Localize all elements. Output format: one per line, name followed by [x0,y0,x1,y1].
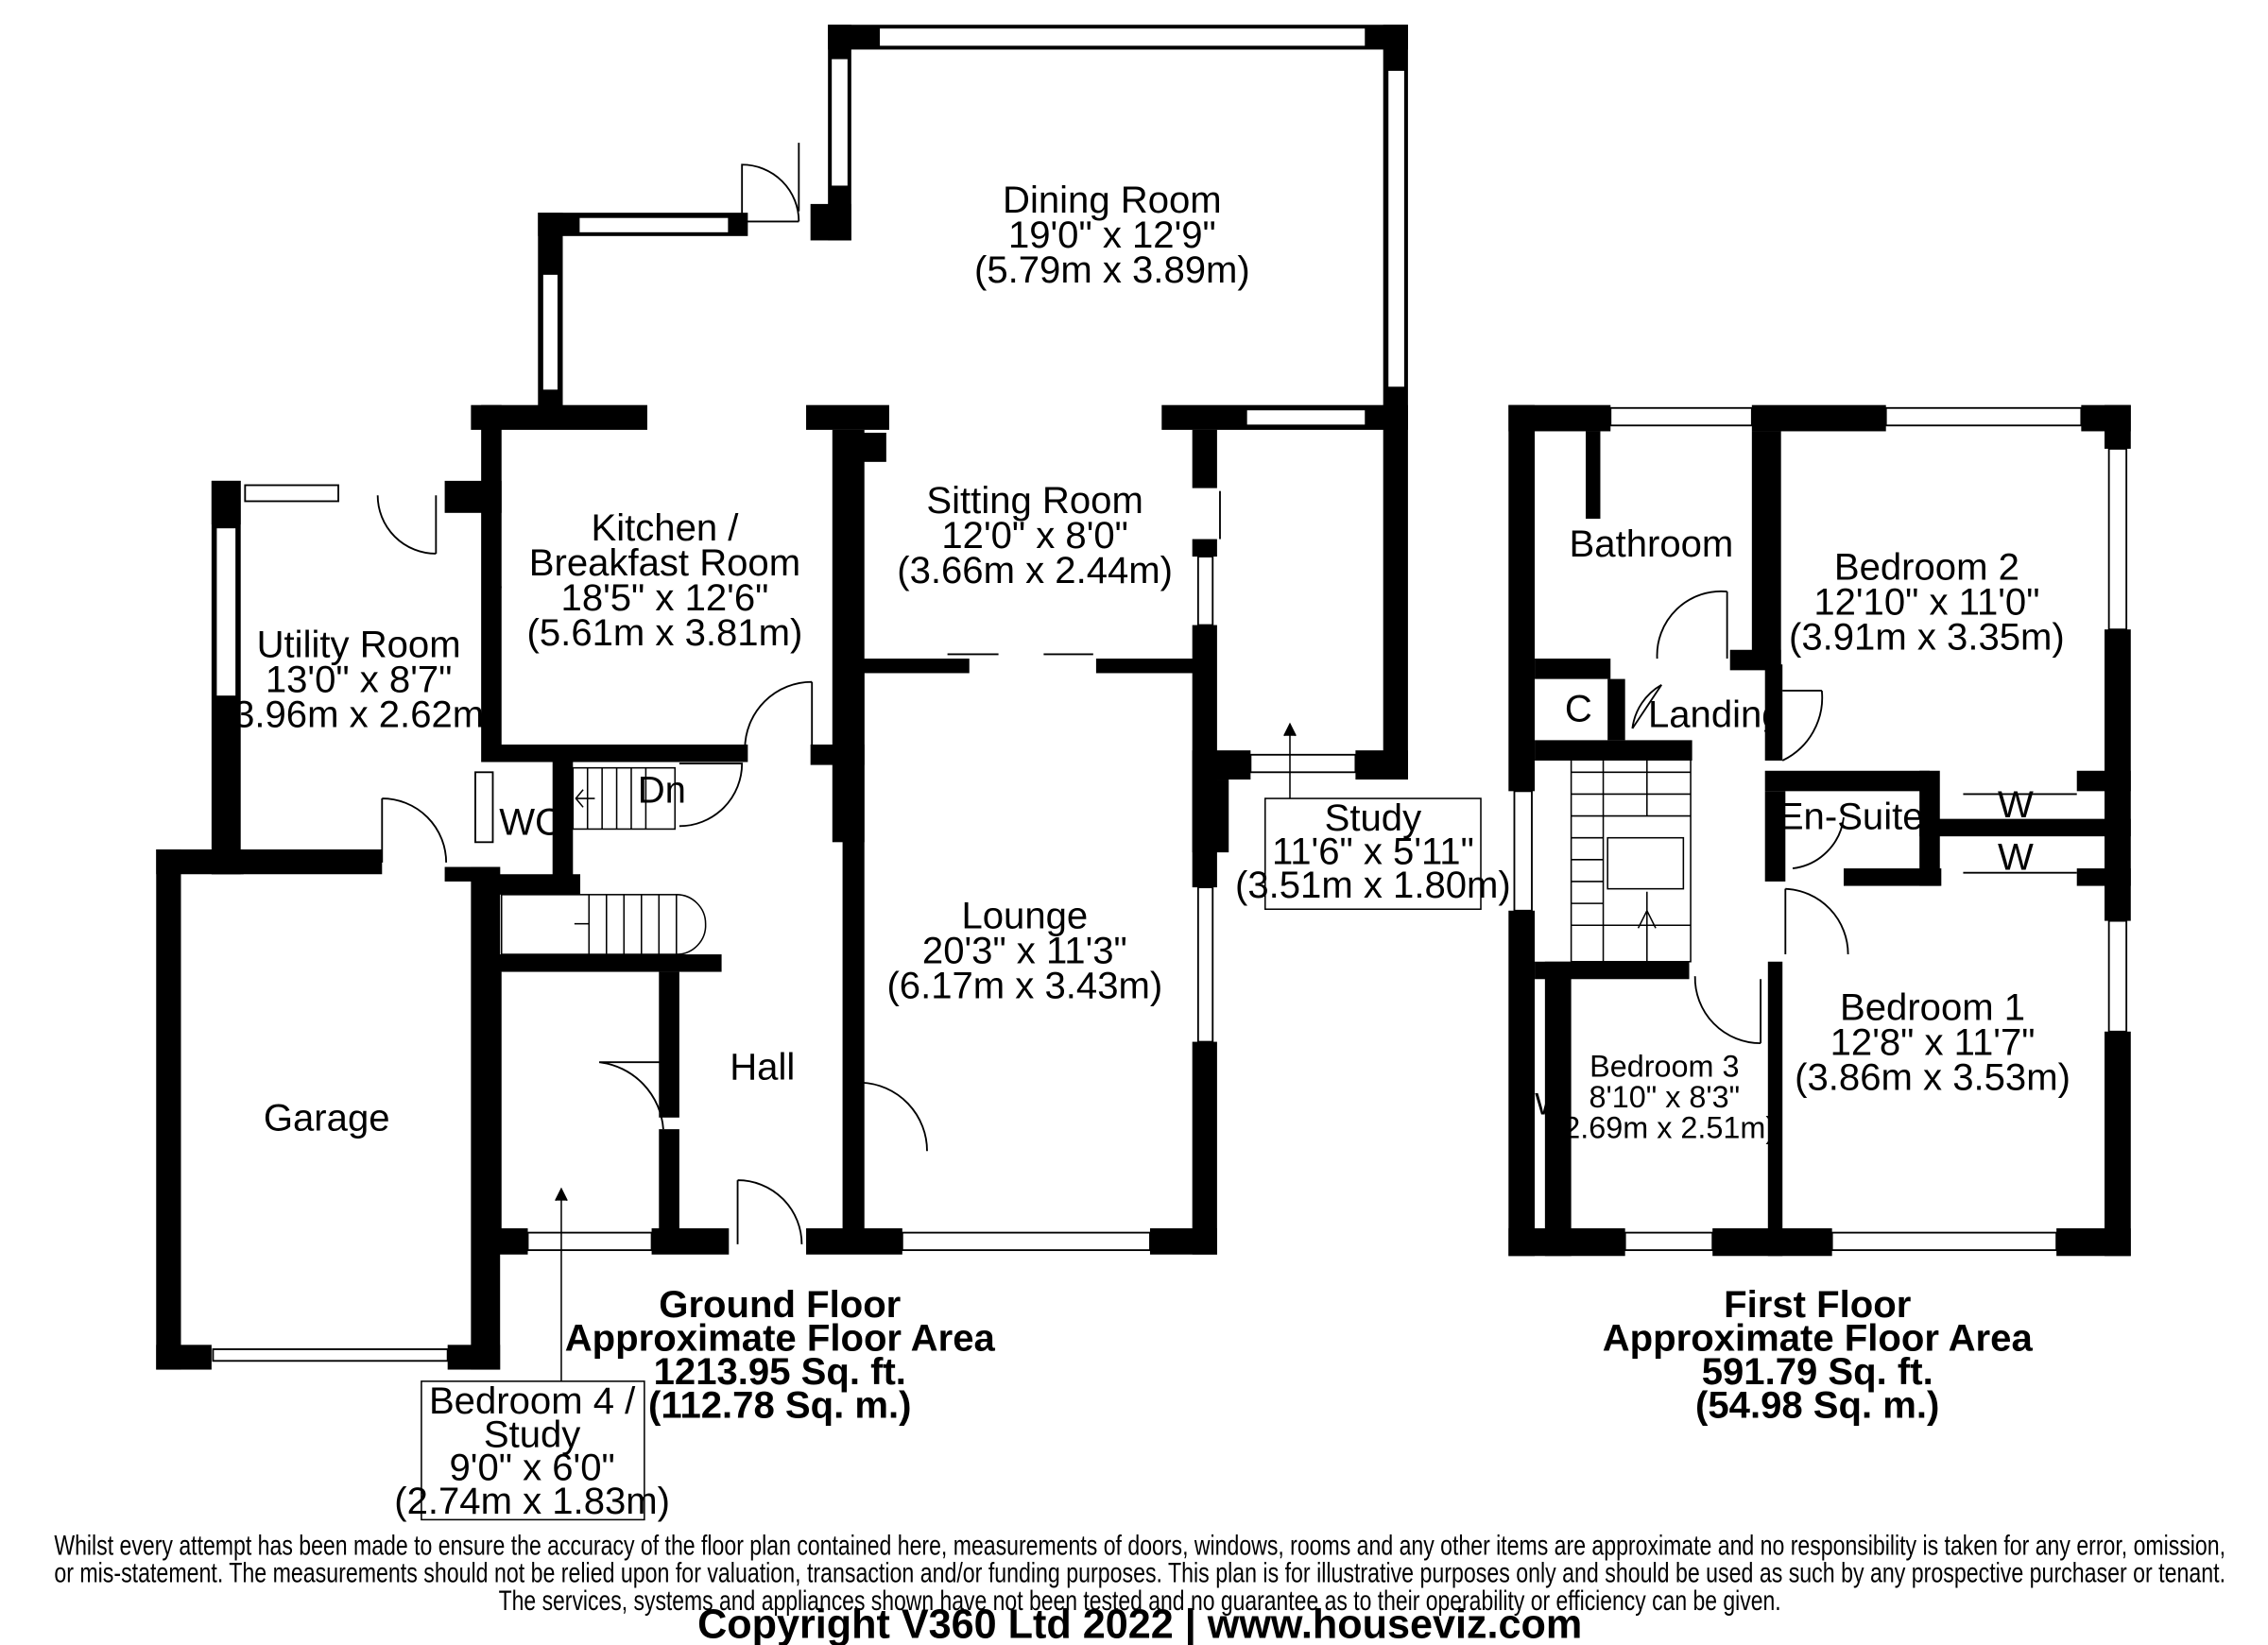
bedroom3-imperial: 8'10" x 8'3" [1589,1080,1741,1114]
wardrobe-label: W [1998,784,2034,826]
dining-room-imperial: 19'0" x 12'9" [1008,214,1216,256]
bedroom2-metric: (3.91m x 3.35m) [1789,617,2065,659]
bedroom4-metric: (2.74m x 1.83m) [394,1481,670,1522]
sitting-room-imperial: 12'0" x 8'0" [941,515,1128,557]
ground-floor-area: Ground Floor Approximate Floor Area 1213… [565,1284,996,1426]
utility-room-metric: (3.96m x 2.62m) [221,694,497,735]
bedroom4-name-line2: Study [484,1414,581,1455]
first-floor-area: First Floor Approximate Floor Area 591.7… [1603,1284,2034,1426]
first-floor-sqft: 591.79 Sq. ft. [1702,1351,1933,1393]
first-floor-title: First Floor [1724,1284,1911,1326]
hall-label: Hall [730,1047,795,1088]
dining-room-name: Dining Room [1003,180,1222,221]
first-floor-sqm: (54.98 Sq. m.) [1695,1384,1939,1426]
ground-floor-sqft: 1213.95 Sq. ft. [654,1351,906,1393]
sitting-room-name: Sitting Room [926,480,1143,522]
wardrobe-label: W [1998,837,2034,879]
ensuite-label: En-Suite [1778,796,1924,837]
kitchen-metric: (5.61m x 3.81m) [527,612,803,654]
utility-room-name: Utility Room [257,624,461,665]
cupboard-label: C [1565,688,1592,729]
first-floor-walls [1508,404,2131,1257]
bedroom2-name: Bedroom 2 [1834,547,2019,589]
sitting-room-metric: (3.66m x 2.44m) [897,550,1173,591]
disclaimer-line-2: or mis-statement. The measurements shoul… [54,1558,2225,1589]
bedroom3-name: Bedroom 3 [1589,1050,1739,1084]
disclaimer-line-3: The services, systems and appliances sho… [499,1585,1781,1617]
landing-label: Landing [1648,694,1783,735]
bathroom-label: Bathroom [1570,523,1734,565]
first-floor-labels: Bathroom Bedroom 2 12'10" x 11'0" (3.91m… [1535,523,2070,1144]
kitchen-name-line1: Kitchen / [591,507,739,549]
bedroom2-imperial: 12'10" x 11'0" [1813,582,2039,624]
first-floor-subtitle: Approximate Floor Area [1603,1318,2034,1360]
lounge-imperial: 20'3" x 11'3" [922,930,1127,971]
lounge-name: Lounge [961,895,1088,936]
lounge-metric: (6.17m x 3.43m) [886,965,1162,1006]
windows [212,26,2128,1362]
bedroom3-metric: (2.69m x 2.51m) [1553,1110,1776,1144]
bedroom1-name: Bedroom 1 [1840,986,2025,1028]
kitchen-imperial: 18'5" x 12'6" [561,577,769,619]
wardrobe-label: W [1535,1088,1564,1122]
ground-floor-title: Ground Floor [659,1284,901,1326]
study-metric: (3.51m x 1.80m) [1235,865,1511,906]
copyright: Copyright V360 Ltd 2022 | www.houseviz.c… [697,1602,1582,1645]
study-name: Study [1325,797,1422,839]
doors [376,143,2077,1244]
bedroom4-imperial: 9'0" x 6'0" [450,1448,615,1489]
ground-floor-subtitle: Approximate Floor Area [565,1318,996,1360]
bedroom4-name-line1: Bedroom 4 / [429,1380,636,1422]
wc-label: WC [499,802,562,844]
utility-room-imperial: 13'0" x 8'7" [266,659,453,700]
kitchen-name-line2: Breakfast Room [529,542,800,584]
garage-label: Garage [264,1098,390,1140]
ground-floor-sqm: (112.78 Sq. m.) [648,1384,911,1426]
ground-floor-labels: Dining Room 19'0" x 12'9" (5.79m x 3.89m… [221,180,1511,1522]
bedroom1-imperial: 12'8" x 11'7" [1830,1021,2036,1063]
dining-room-metric: (5.79m x 3.89m) [974,249,1250,291]
callouts [421,722,1482,1521]
footer: Whilst every attempt has been made to en… [54,1530,2225,1645]
stairs [500,749,1692,963]
study-imperial: 11'6" x 5'11" [1272,831,1474,872]
disclaimer-line-1: Whilst every attempt has been made to en… [54,1530,2225,1561]
bedroom1-metric: (3.86m x 3.53m) [1795,1056,2070,1098]
stairs-down-label: Dn [638,770,686,812]
